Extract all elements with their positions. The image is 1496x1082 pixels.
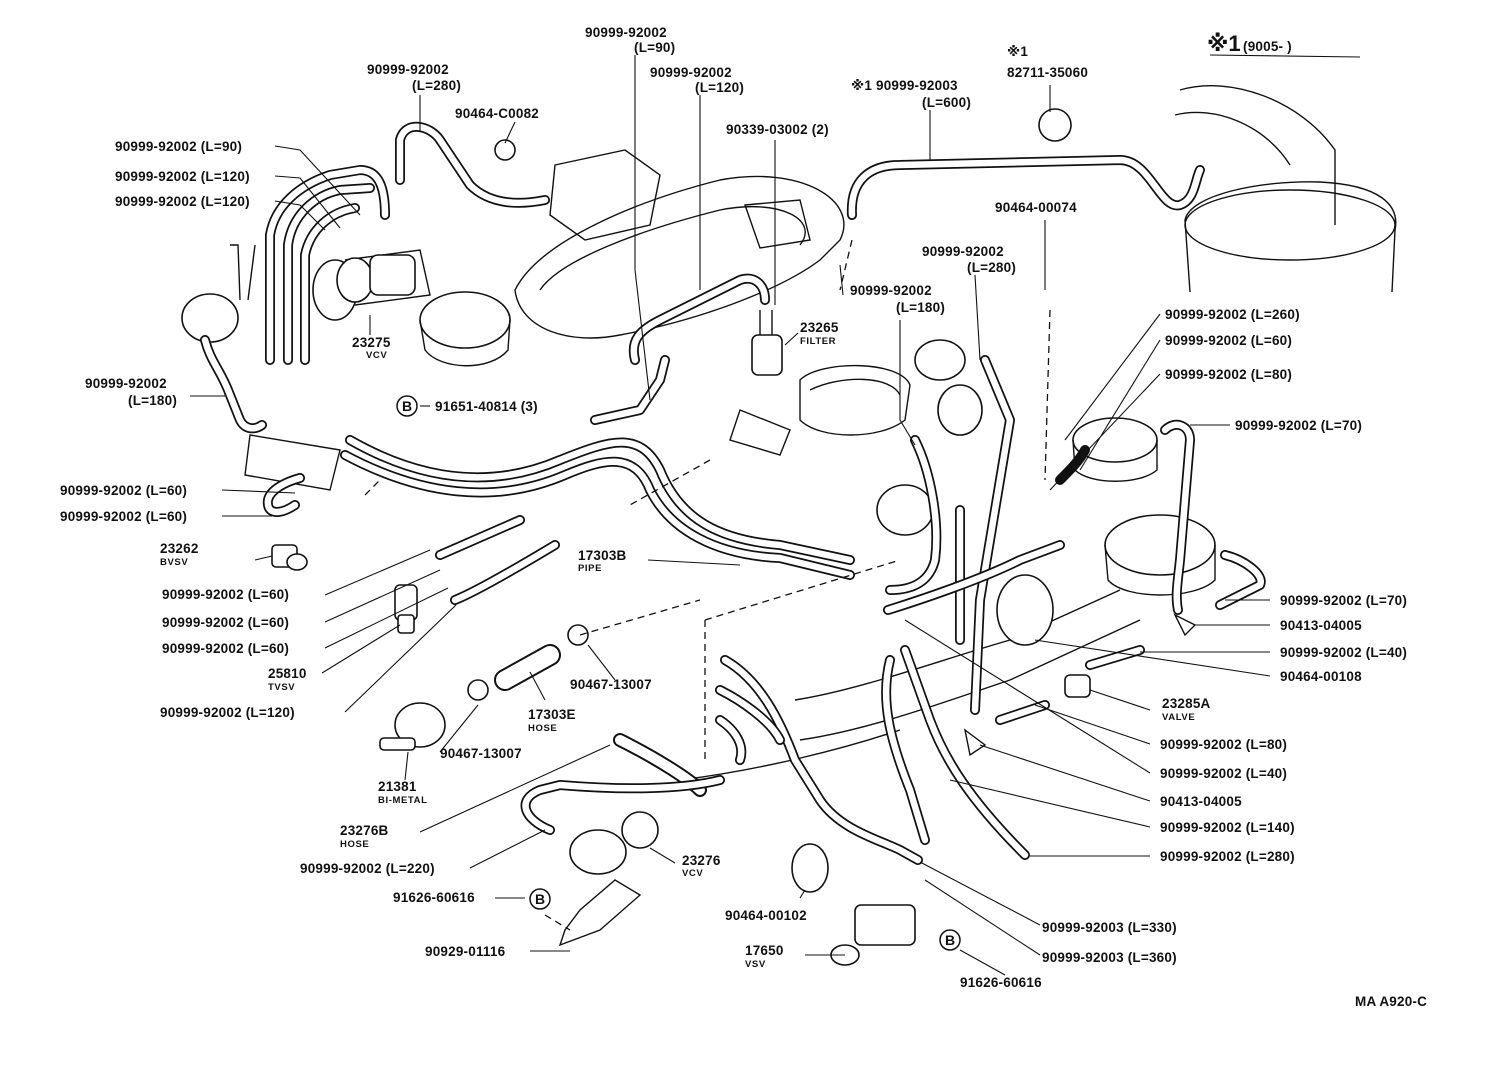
label-l35: 90999-92002 (L=40) [1280, 645, 1407, 660]
label-l10: 90999-92002 (L=120) [115, 194, 250, 209]
label-l23: 90999-92002 (L=60) [60, 509, 187, 524]
label-l20: 90999-92002 (L=80) [1165, 367, 1292, 382]
label-l42: 90413-04005 [1160, 794, 1242, 809]
label-l16b: (L=180) [128, 393, 177, 408]
b-marker-2 [529, 888, 551, 910]
label-l32s: HOSE [528, 723, 557, 734]
label-l27: 90999-92002 (L=60) [162, 615, 289, 630]
label-l14: 23275 [352, 335, 391, 350]
label-l28: 90999-92002 (L=60) [162, 641, 289, 656]
part-labels: ※1 (9005- ) 90999-92002 (L=90) 90999-920… [60, 25, 1427, 1009]
label-l03b: (L=120) [695, 80, 744, 95]
label-l25s: PIPE [578, 563, 602, 574]
note-mark: ※1 [1207, 31, 1241, 56]
label-l37s: VALVE [1162, 712, 1195, 723]
label-l31: 90467-13007 [570, 677, 652, 692]
hoses [200, 121, 1266, 865]
b-marker-3-letter: B [945, 932, 955, 948]
label-l04: 90464-C0082 [455, 106, 539, 121]
note-text: (9005- ) [1243, 39, 1292, 54]
label-l29: 25810 [268, 666, 307, 681]
label-l52: 17650 [745, 943, 784, 958]
label-l01b: (L=90) [634, 40, 675, 55]
b-marker-1 [396, 395, 418, 417]
label-l49: 90464-00102 [725, 908, 807, 923]
label-l39s: BI-METAL [378, 795, 427, 806]
label-l45: 90999-92002 (L=220) [300, 861, 435, 876]
label-l54: 91626-60616 [960, 975, 1042, 990]
label-l46: 23276 [682, 853, 721, 868]
label-l17: 91651-40814 (3) [435, 399, 538, 414]
b-marker-2-letter: B [535, 891, 545, 907]
b-marker-1-letter: B [402, 398, 412, 414]
label-l16: 90999-92002 [85, 376, 167, 391]
label-l07b: 82711-35060 [1007, 65, 1088, 80]
label-l13: 90999-92002 [850, 283, 932, 298]
leader-lines [190, 54, 1361, 976]
label-l29s: TVSV [268, 682, 295, 693]
label-l08: 90999-92002 (L=90) [115, 139, 242, 154]
label-l13b: (L=180) [896, 300, 945, 315]
label-l02b: (L=280) [412, 78, 461, 93]
label-l33: 90999-92002 (L=70) [1280, 593, 1407, 608]
label-l07: ※1 [1007, 44, 1028, 59]
label-l25: 17303B [578, 548, 627, 563]
label-l22: 90999-92002 (L=60) [60, 483, 187, 498]
label-l15: 23265 [800, 320, 839, 335]
label-l24s: BVSV [160, 557, 188, 568]
label-l41: 90999-92002 (L=40) [1160, 766, 1287, 781]
label-l44: 23276B [340, 823, 389, 838]
label-l38: 90467-13007 [440, 746, 522, 761]
label-l34: 90413-04005 [1280, 618, 1362, 633]
engine-outline [181, 85, 1397, 781]
label-l24: 23262 [160, 541, 199, 556]
label-l12b: (L=280) [967, 260, 1016, 275]
label-l12: 90999-92002 [922, 244, 1004, 259]
label-l32: 17303E [528, 707, 576, 722]
label-l14s: VCV [366, 350, 387, 361]
label-l09: 90999-92002 (L=120) [115, 169, 250, 184]
label-l44s: HOSE [340, 839, 369, 850]
label-l21: 90999-92002 (L=70) [1235, 418, 1362, 433]
label-l05: 90339-03002 (2) [726, 122, 829, 137]
label-l47: 90999-92002 (L=280) [1160, 849, 1295, 864]
label-l30: 90999-92002 (L=120) [160, 705, 295, 720]
circled-b-markers: B B B [396, 395, 961, 951]
label-l39: 21381 [378, 779, 417, 794]
diagram-code: MA A920-C [1355, 994, 1427, 1009]
label-l18: 90999-92002 (L=260) [1165, 307, 1300, 322]
label-l51: 90929-01116 [425, 944, 506, 959]
label-l06b: (L=600) [922, 95, 971, 110]
label-l53: 90999-92003 (L=360) [1042, 950, 1177, 965]
b-marker-3 [939, 929, 961, 951]
label-l37: 23285A [1162, 696, 1211, 711]
label-l48: 91626-60616 [393, 890, 475, 905]
label-l02: 90999-92002 [367, 62, 449, 77]
label-l06: ※1 90999-92003 [851, 78, 958, 93]
label-l52s: VSV [745, 959, 766, 970]
label-l26: 90999-92002 (L=60) [162, 587, 289, 602]
label-l46s: VCV [682, 868, 703, 879]
label-l36: 90464-00108 [1280, 669, 1362, 684]
label-l40: 90999-92002 (L=80) [1160, 737, 1287, 752]
label-l11: 90464-00074 [995, 200, 1077, 215]
label-l03: 90999-92002 [650, 65, 732, 80]
label-l50: 90999-92003 (L=330) [1042, 920, 1177, 935]
label-l43: 90999-92002 (L=140) [1160, 820, 1295, 835]
label-l19: 90999-92002 (L=60) [1165, 333, 1292, 348]
label-l15s: FILTER [800, 336, 836, 347]
label-l01: 90999-92002 [585, 25, 667, 40]
